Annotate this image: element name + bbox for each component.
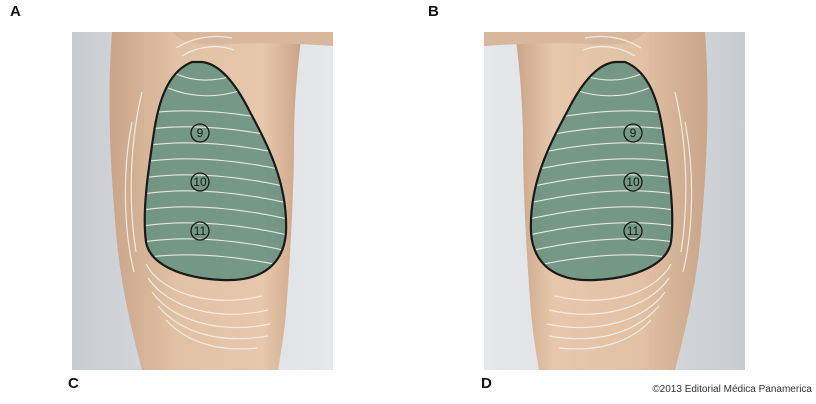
svg-text:10: 10 <box>193 175 207 189</box>
rib-label-10: 10 <box>191 173 209 191</box>
panel-letter-c: C <box>68 376 79 391</box>
rib-label-10: 10 <box>624 173 642 191</box>
copyright-notice: ©2013 Editorial Médica Panamerica <box>652 384 812 395</box>
svg-text:9: 9 <box>630 126 637 140</box>
panel-letter-a: A <box>10 4 21 19</box>
right-lateral-panel: 9 10 11 <box>484 32 745 370</box>
panel-letter-d: D <box>481 376 492 391</box>
svg-text:10: 10 <box>626 175 640 189</box>
svg-text:11: 11 <box>627 224 640 238</box>
panel-letter-b: B <box>428 4 439 19</box>
left-lateral-illustration: 9 10 11 <box>72 32 333 370</box>
svg-text:9: 9 <box>197 126 204 140</box>
left-lateral-panel: 9 10 11 <box>72 32 333 370</box>
right-lateral-illustration: 9 10 11 <box>484 32 745 370</box>
svg-text:11: 11 <box>194 224 207 238</box>
